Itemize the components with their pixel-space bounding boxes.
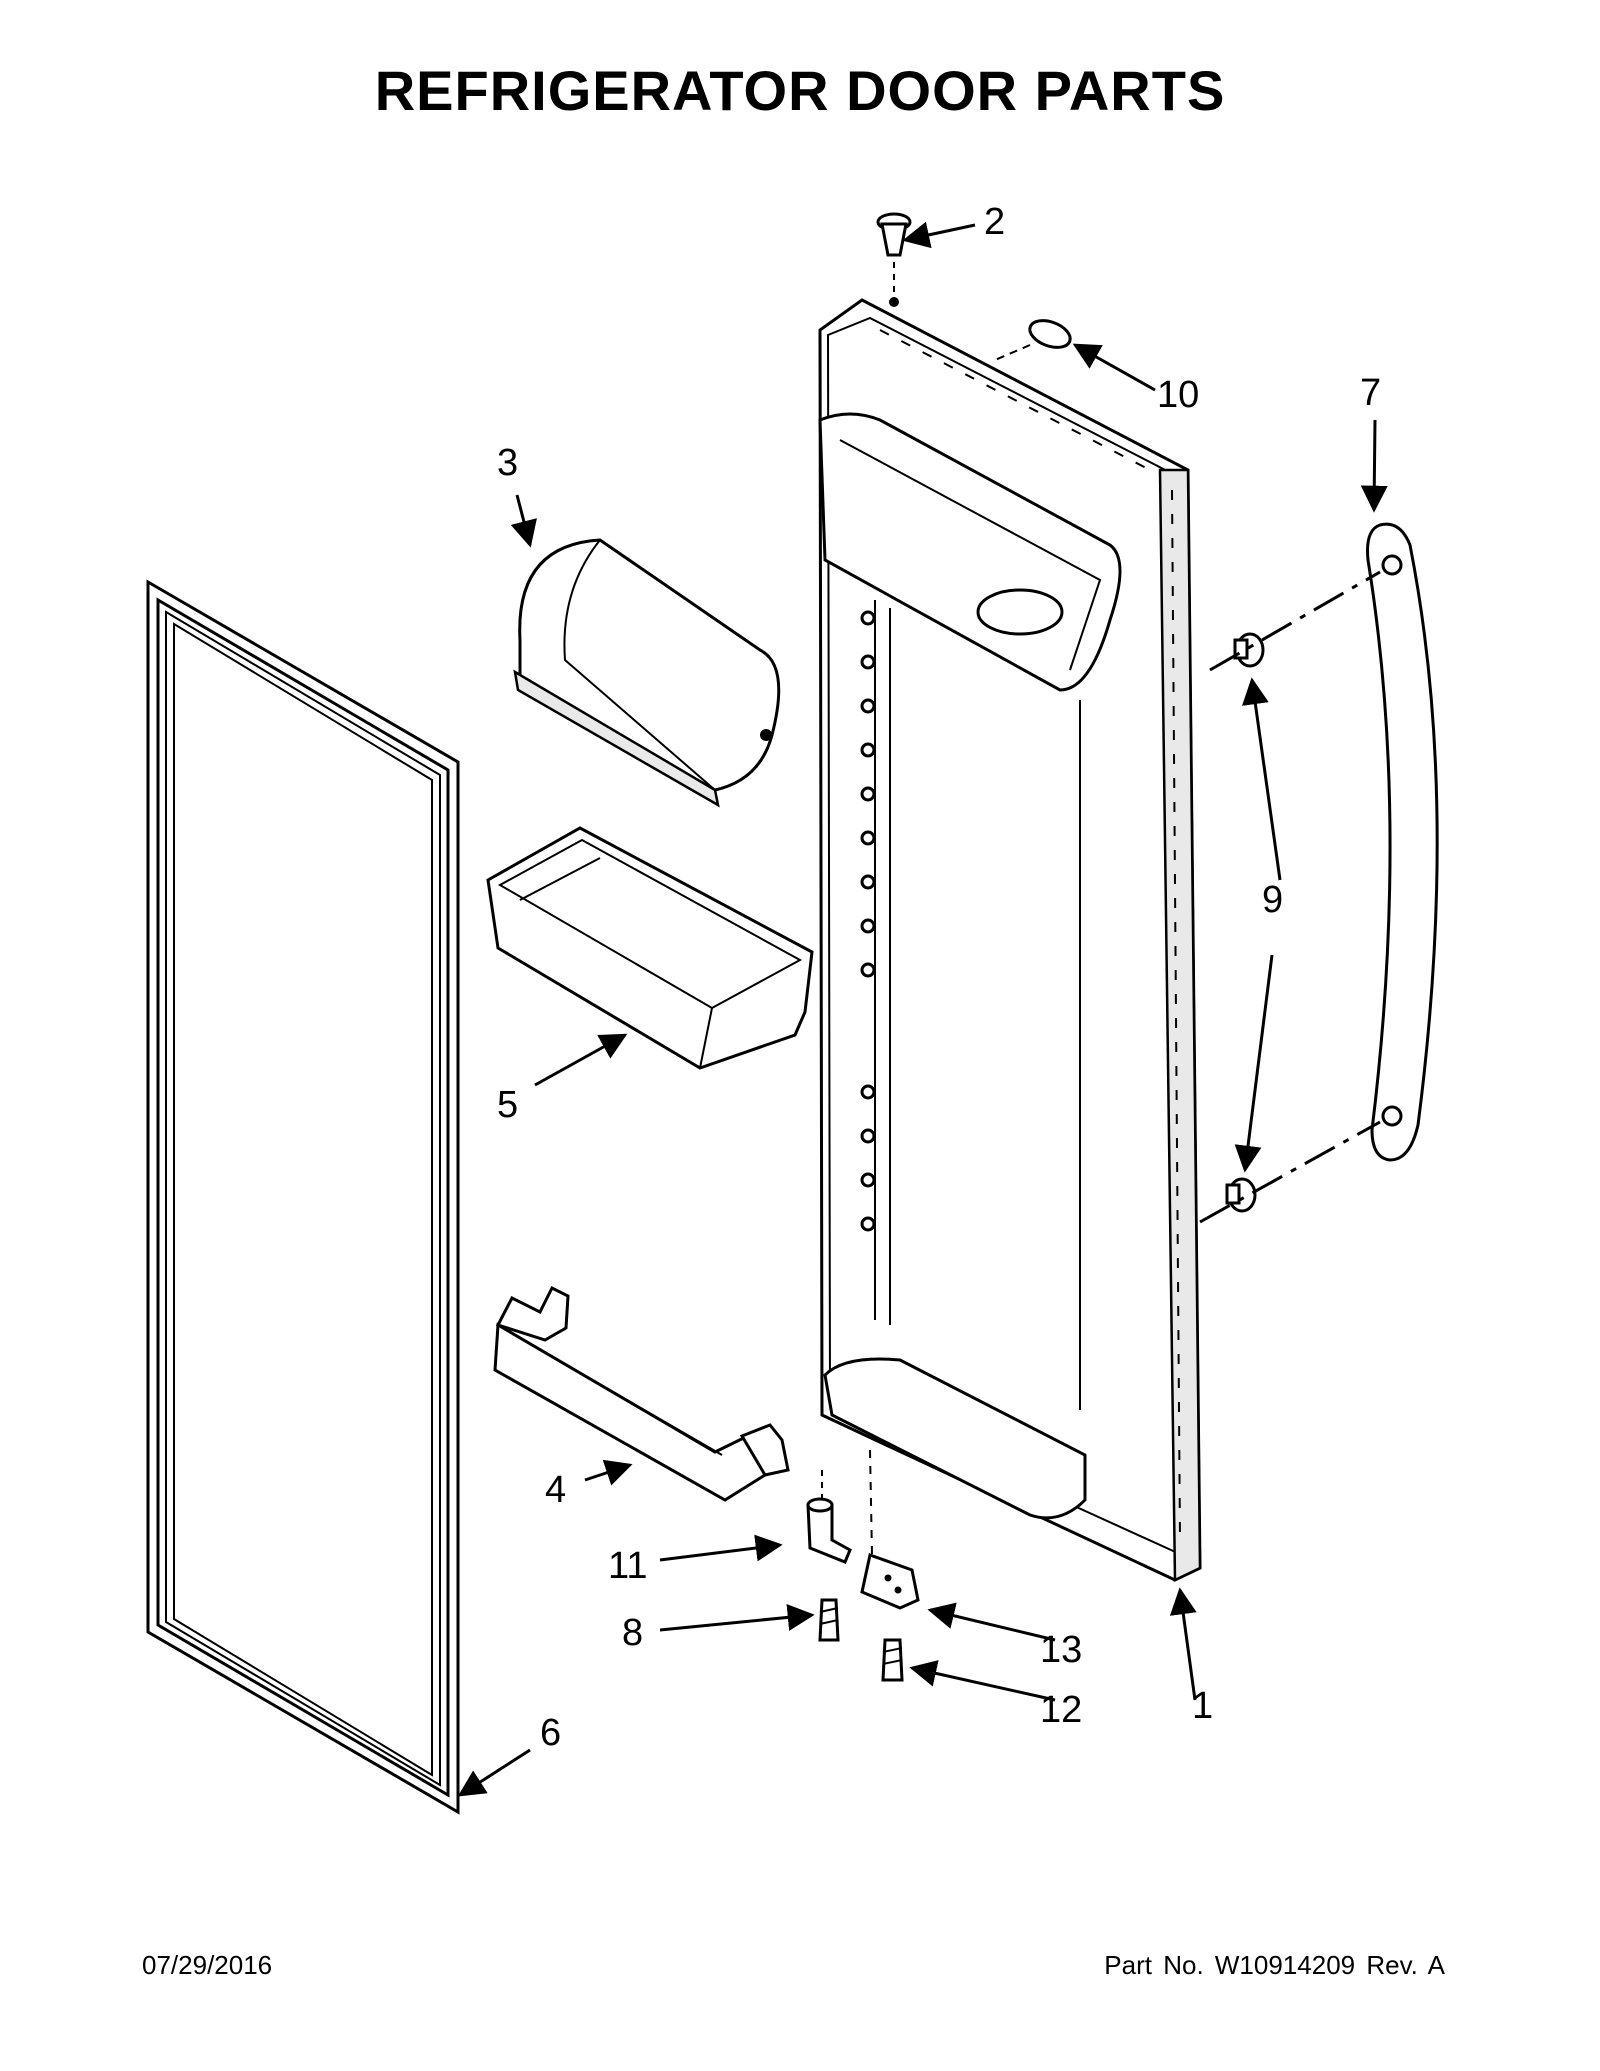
dairy-bin-cover-part [513,538,781,808]
callout-12: 12 [1040,1689,1082,1731]
handle-stud-upper [1233,632,1265,668]
callout-2: 2 [984,201,1005,243]
callout-8: 8 [622,1612,643,1654]
door-handle-part [1366,522,1439,1162]
door-shelf-part [493,1285,790,1502]
door-bin-part [486,826,814,1070]
door-liner-part [818,298,1202,1582]
bottom-hinge-pin-part [806,1470,852,1564]
callout-7: 7 [1360,372,1381,414]
door-gasket-part [146,579,460,1815]
callout-6: 6 [540,1712,561,1754]
callout-13: 13 [1040,1629,1082,1671]
callout-9: 9 [1262,879,1283,921]
footer-date: 07/29/2016 [142,1950,273,1980]
o-ring-part [994,319,1072,361]
callout-3: 3 [497,442,518,484]
callout-5: 5 [497,1084,518,1126]
callout-1: 1 [1192,1685,1213,1727]
footer-part-number: Part No. W10914209 Rev. A [1104,1950,1445,1980]
shelf-dimples [860,610,876,1232]
diagram-title: REFRIGERATOR DOOR PARTS [374,59,1226,122]
screw-12-part [881,1638,904,1682]
leader-arrows [457,221,1388,1797]
callout-11: 11 [608,1545,647,1587]
handle-stud-lower [1225,1177,1257,1213]
callout-10: 10 [1157,374,1199,416]
hinge-plate-part [860,1449,920,1610]
screw-8-part [818,1598,840,1642]
callout-4: 4 [545,1469,566,1511]
hinge-bushing-part [876,212,912,307]
